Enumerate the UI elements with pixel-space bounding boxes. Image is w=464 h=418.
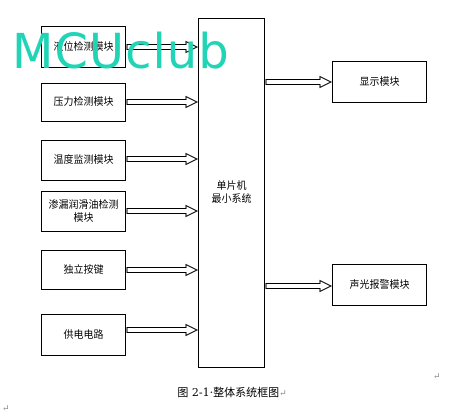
arrow-key (126, 263, 199, 277)
temperature-monitor-label: 温度监测模块 (53, 155, 114, 166)
independent-key-module: 独立按键 (41, 250, 126, 290)
leak-oil-detect-module: 渗漏润滑油检测模块 (41, 191, 126, 232)
level-detect-module: 液位检测模块 (41, 26, 126, 68)
paragraph-mark-left: ↵ (2, 404, 10, 414)
power-supply-label: 供电电路 (63, 329, 104, 341)
caption-paragraph-mark: ↵ (279, 389, 287, 399)
arrow-level (126, 40, 199, 54)
level-detect-label: 液位检测模块 (53, 41, 114, 53)
pressure-detect-module: 压力检测模块 (41, 83, 126, 122)
sound-light-alarm-module: 声光报警模块 (332, 264, 427, 306)
caption-text: 图 2-1·整体系统框图 (177, 386, 280, 399)
arrow-pressure (126, 95, 199, 109)
alarm-module-label: 声光报警模块 (349, 279, 410, 291)
mcu-minimum-system: 单片机 最小系统 (198, 18, 265, 368)
paragraph-mark-right: ↵ (433, 372, 441, 382)
figure-caption: 图 2-1·整体系统框图↵ (0, 384, 464, 400)
mcu-label-line2: 最小系统 (211, 194, 252, 205)
temperature-monitor-module: 温度监测模块 (41, 140, 126, 181)
arrow-display (265, 75, 333, 89)
arrow-temperature (126, 152, 199, 166)
independent-key-label: 独立按键 (63, 264, 104, 276)
display-module: 显示模块 (332, 61, 427, 103)
display-module-label: 显示模块 (359, 76, 400, 88)
leak-oil-detect-label: 渗漏润滑油检测模块 (48, 199, 119, 224)
watermark-logo: MCUclub (12, 24, 230, 80)
arrow-power (126, 323, 199, 337)
arrow-alarm (265, 279, 333, 293)
arrow-leak (126, 204, 199, 218)
pressure-detect-label: 压力检测模块 (53, 97, 114, 108)
mcu-label-line1: 单片机 (216, 181, 247, 192)
power-supply-circuit: 供电电路 (41, 314, 126, 356)
